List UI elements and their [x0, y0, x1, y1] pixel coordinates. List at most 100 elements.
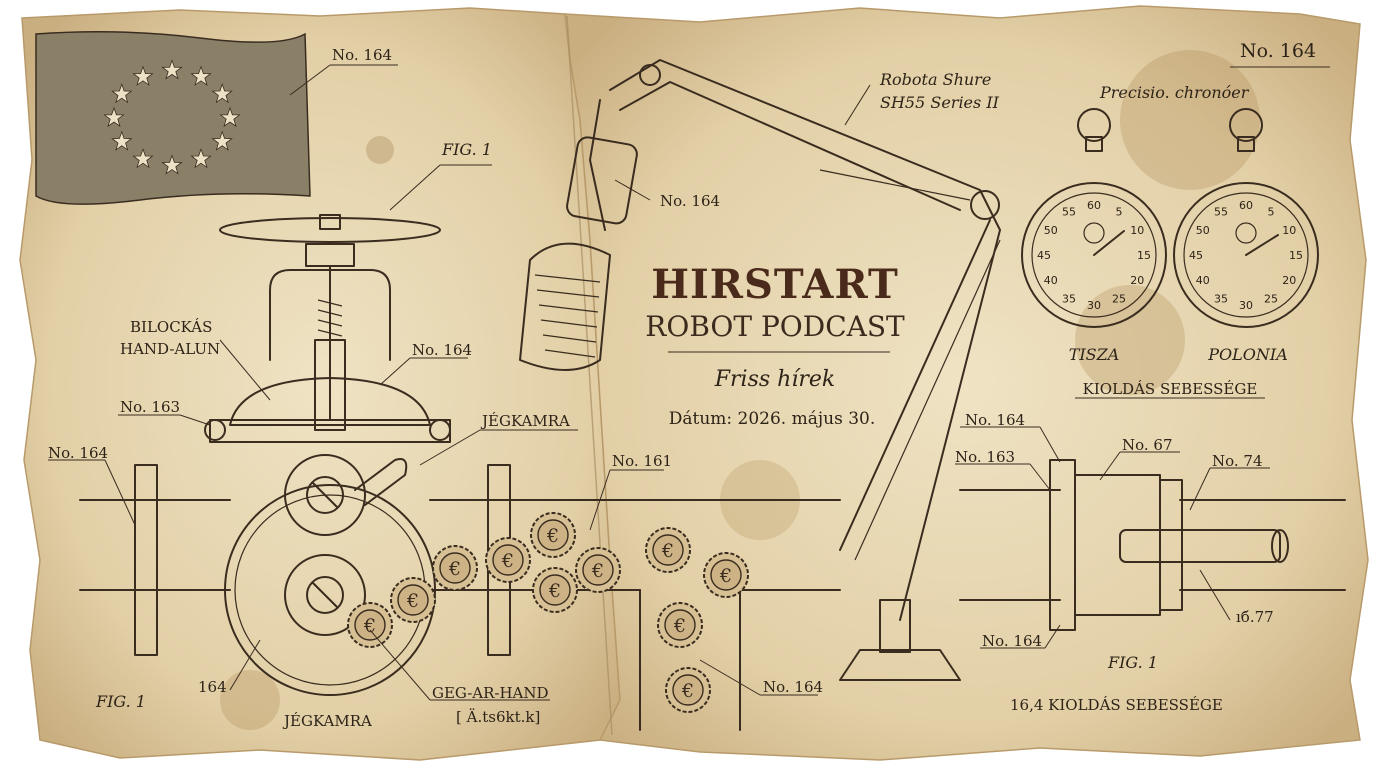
dial-number: 10 — [1130, 224, 1144, 237]
coupling-no67: No. 67 — [1122, 436, 1173, 454]
dial-number: 50 — [1196, 224, 1210, 237]
euro-coin-icon: € — [703, 552, 749, 598]
mic-grille-line — [544, 349, 596, 358]
pipe-no164-bottom-label: No. 164 — [763, 678, 823, 696]
mic-no164-label: No. 164 — [660, 192, 720, 210]
dial-number: 40 — [1196, 274, 1210, 287]
chrono-title: Precisio. chronóer — [1099, 83, 1250, 102]
svg-text:€: € — [548, 580, 561, 602]
dial-number: 15 — [1137, 249, 1151, 262]
euro-coin-icon: € — [665, 667, 711, 713]
podcast-title: HIRSTART — [651, 261, 899, 308]
fig1-bottom-label: FIG. 1 — [95, 692, 146, 711]
gear-sub-label: [ Ä.ts6kt.k] — [456, 708, 540, 726]
mic-grille-line — [540, 319, 598, 328]
num164-bottom-label: 164 — [198, 678, 227, 696]
svg-text:€: € — [719, 565, 732, 587]
euro-coin-icon: € — [645, 527, 691, 573]
flag-star-icon — [111, 82, 133, 104]
gear-hand-label: GEG-AR-HAND — [432, 684, 549, 702]
svg-text:€: € — [546, 525, 559, 547]
dial-number: 20 — [1282, 274, 1296, 287]
podcast-date: Dátum: 2026. május 30. — [669, 409, 876, 429]
podcast-tagline: Friss hírek — [714, 367, 835, 392]
coupling-no164-top: No. 164 — [965, 411, 1025, 429]
watch-left-label: TISZA — [1069, 345, 1120, 364]
flag-star-icon — [211, 130, 233, 151]
mic-model-line1: Robota Shure — [879, 70, 991, 89]
flag-star-icon — [161, 154, 183, 175]
leader-lines — [48, 64, 1330, 701]
podcast-subtitle: ROBOT PODCAST — [645, 310, 905, 343]
svg-text:€: € — [681, 680, 694, 702]
euro-coin-icon: € — [575, 547, 621, 593]
right-top-number: No. 164 — [1240, 40, 1316, 62]
euro-coin-icon: € — [485, 537, 531, 583]
flag-label: No. 164 — [332, 46, 392, 64]
coupling-speed-bottom: 16,4 KIOLDÁS SEBESSÉGE — [1010, 696, 1223, 714]
euro-coin-icon: € — [432, 545, 478, 591]
blocking-label-line1: BILOCKÁS — [130, 318, 212, 336]
dial-number: 45 — [1037, 249, 1051, 262]
svg-text:€: € — [448, 558, 461, 580]
dial-number: 55 — [1062, 206, 1076, 219]
dial-number: 35 — [1214, 292, 1228, 305]
watch-right-label: POLONIA — [1207, 345, 1288, 364]
no163-left-label: No. 163 — [120, 398, 180, 416]
valve-no164-label: No. 164 — [412, 341, 472, 359]
euro-coin-icon: € — [532, 567, 578, 613]
coupling-no164-bottom: No. 164 — [982, 632, 1042, 650]
euro-coin-icon: € — [530, 512, 576, 558]
coupling-n77: ıб.77 — [1236, 608, 1274, 626]
euro-coin-icons: € € € € € € € € € € € — [347, 512, 749, 713]
mic-grille-line — [542, 334, 597, 343]
mic-grille-line — [534, 274, 601, 283]
dial-number: 25 — [1112, 292, 1126, 305]
dial-number: 15 — [1289, 249, 1303, 262]
flag-star-icon — [103, 106, 125, 128]
dial-number: 45 — [1189, 249, 1203, 262]
flag-star-icon — [161, 59, 183, 80]
flag-star-icon — [219, 106, 241, 128]
coupling-drawing — [959, 459, 1346, 631]
dial-number: 55 — [1214, 206, 1228, 219]
dial-number: 50 — [1044, 224, 1058, 237]
dial-number: 60 — [1239, 199, 1253, 212]
no164-left-label: No. 164 — [48, 444, 108, 462]
speed-label: KIOLDÁS SEBESSÉGE — [1083, 380, 1258, 398]
coupling-no74: No. 74 — [1212, 452, 1263, 470]
dial-number: 10 — [1282, 224, 1296, 237]
euro-coin-icon: € — [657, 602, 703, 648]
svg-text:€: € — [363, 615, 376, 637]
coupling-fig-label: FIG. 1 — [1107, 653, 1158, 672]
euro-coin-icon: € — [390, 577, 436, 623]
dial-number: 25 — [1264, 292, 1278, 305]
microphone-boom-drawing — [519, 59, 1001, 681]
svg-text:€: € — [591, 560, 604, 582]
blocking-label-line2: HAND-ALUN — [120, 340, 220, 358]
euro-coin-icon: € — [347, 602, 393, 648]
eu-flag-icon — [35, 31, 311, 205]
flag-star-icon — [132, 147, 154, 169]
jegkamra-top-label: JÉGKAMRA — [480, 412, 570, 430]
mic-grille-line — [538, 304, 599, 313]
dial-number: 60 — [1087, 199, 1101, 212]
paper-right-sheet — [564, 5, 1369, 761]
dial-number: 35 — [1062, 292, 1076, 305]
svg-text:€: € — [661, 540, 674, 562]
flag-star-icon — [190, 147, 212, 169]
jegkamra-bottom-label: JÉGKAMRA — [282, 712, 372, 730]
no161-label: No. 161 — [612, 452, 672, 470]
flag-star-icon — [190, 65, 212, 86]
flag-star-icon — [211, 82, 233, 104]
flag-star-icon — [111, 130, 133, 151]
dial-number: 20 — [1130, 274, 1144, 287]
coupling-no163: No. 163 — [955, 448, 1015, 466]
fig1-top-label: FIG. 1 — [441, 140, 492, 159]
svg-text:€: € — [501, 550, 514, 572]
svg-text:€: € — [673, 615, 686, 637]
